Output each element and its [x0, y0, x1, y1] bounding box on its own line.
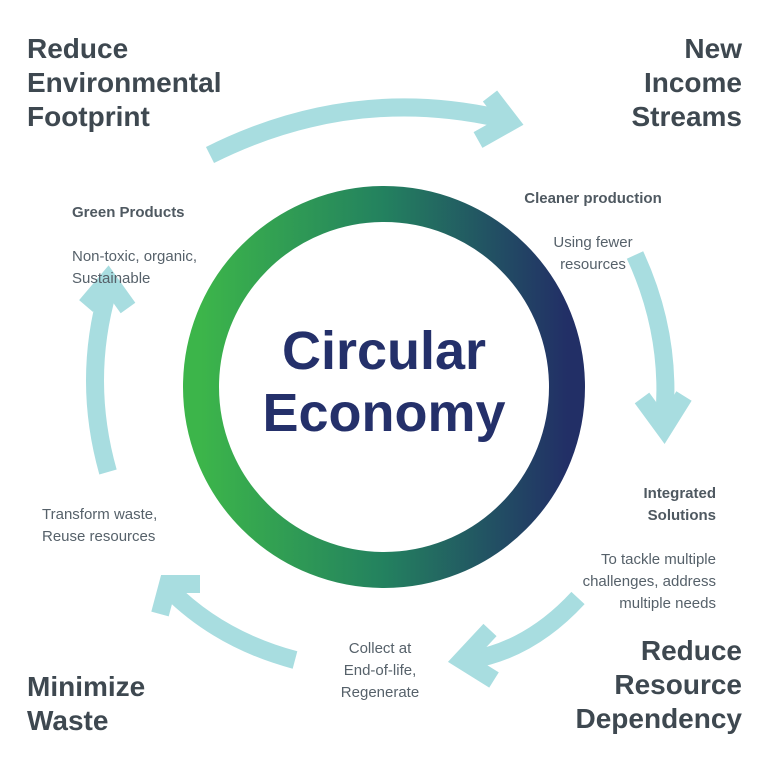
note-cleaner-production: Cleaner production Using fewer resources [510, 166, 676, 276]
arrow-right [626, 251, 675, 421]
note-title: Integrated Solutions [643, 485, 716, 524]
arrow-bottom-right [468, 591, 585, 669]
center-title-text: Circular Economy [262, 321, 506, 443]
arrow-bottom-right-head [447, 623, 499, 688]
note-body: Using fewer resources [553, 234, 633, 273]
arrow-right-head [634, 391, 692, 445]
arrow-bottom-left-head [151, 575, 200, 617]
heading-minimize-waste: Minimize Waste [27, 671, 146, 736]
note-body: Non-toxic, organic, Sustainable [72, 248, 198, 287]
heading-new-income-streams: New Income Streams [631, 33, 742, 132]
heading-reduce-environmental-footprint: Reduce Environmental Footprint [27, 33, 222, 132]
arrow-bottom-left [163, 583, 298, 669]
circular-ring [183, 186, 585, 588]
note-title: Green Products [72, 204, 185, 221]
arrow-left-head [79, 265, 136, 314]
note-title: Cleaner production [524, 190, 662, 207]
note-integrated-solutions: Integrated Solutions To tackle multiple … [583, 461, 716, 615]
arrow-top [205, 98, 500, 164]
arrow-top-head [473, 90, 524, 148]
note-green-products: Green Products Non-toxic, organic, Susta… [72, 180, 197, 290]
center-title: Circular Economy [214, 320, 554, 444]
arrow-left [86, 287, 117, 475]
note-body: To tackle multiple challenges, address m… [582, 551, 716, 612]
note-transform: Transform waste, Reuse resources [42, 506, 158, 545]
note-collect: Collect at End-of-life, Regenerate [340, 640, 420, 701]
heading-reduce-resource-dependency: Reduce Resource Dependency [575, 635, 743, 734]
